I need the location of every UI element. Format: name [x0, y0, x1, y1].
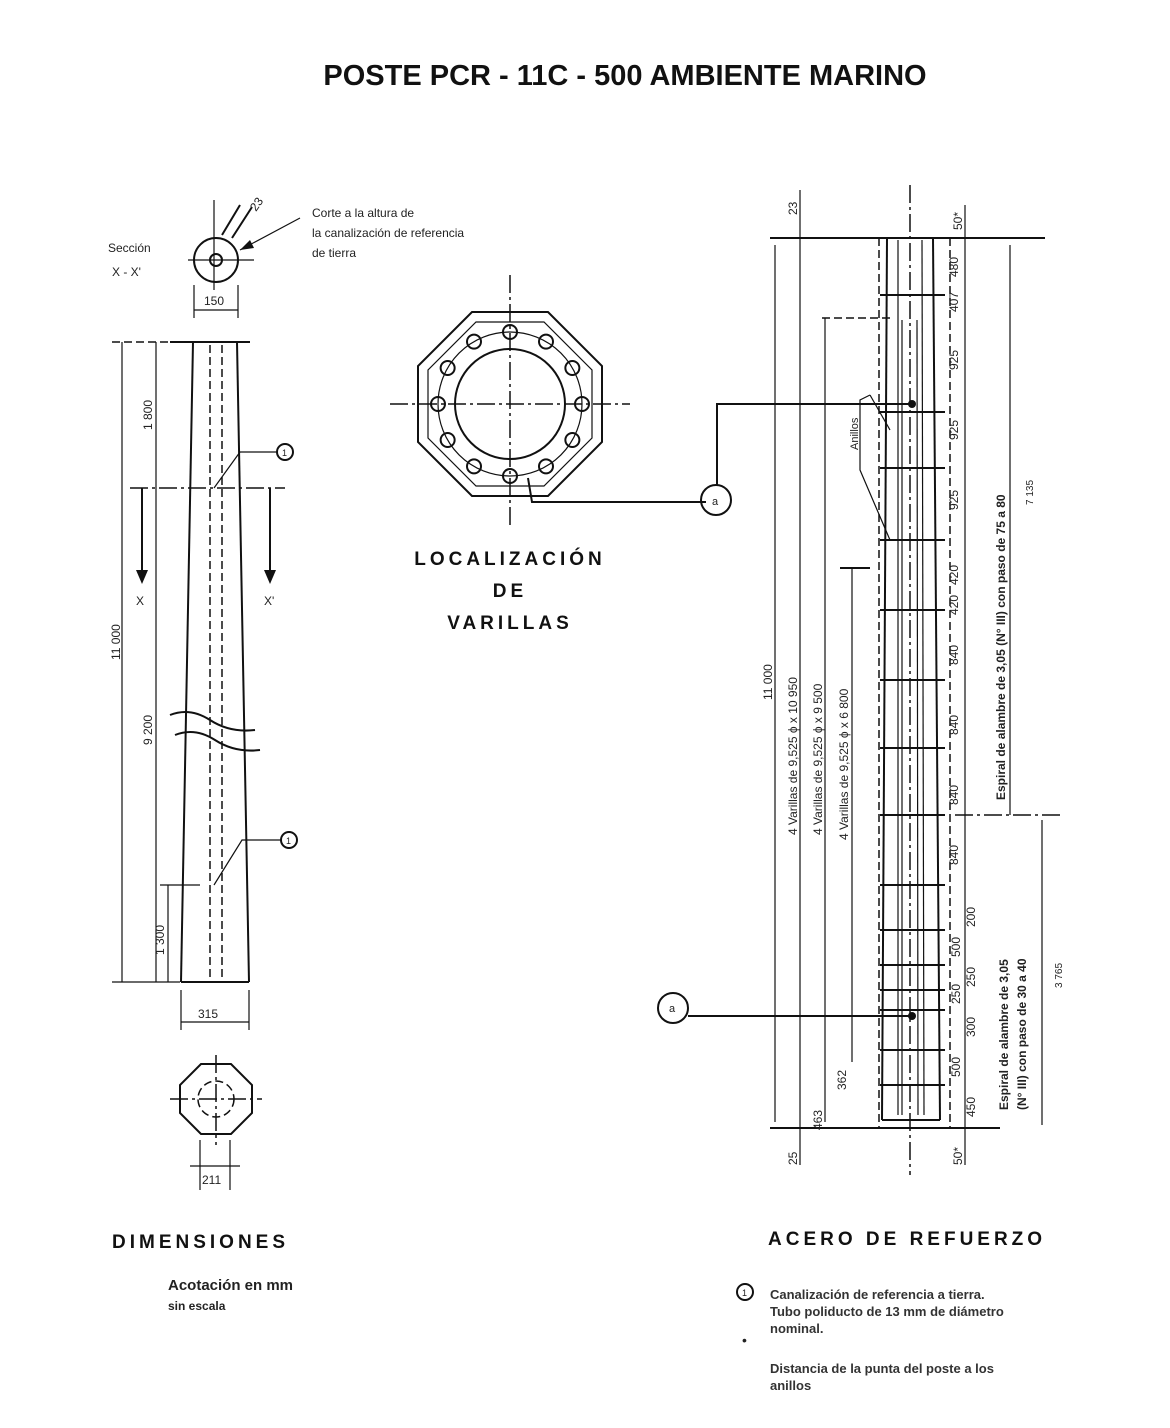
ring-dim-label: 925: [947, 490, 961, 510]
marker-a-bottom: [657, 992, 689, 1024]
svg-text:1: 1: [286, 836, 291, 846]
svg-text:4 Varillas de 9,525 ϕ x 9 500: 4 Varillas de 9,525 ϕ x 9 500: [811, 683, 825, 835]
ring-dim-label: 925: [947, 420, 961, 440]
rod-mark: [466, 458, 482, 475]
ring-dim-label: 840: [947, 645, 961, 665]
base-octagon: [179, 1063, 253, 1135]
ring-dim-label: 840: [947, 845, 961, 865]
svg-text:211: 211: [202, 1173, 221, 1187]
svg-text:50*: 50*: [951, 212, 965, 230]
localizacion-heading: LOCALIZACIÓN: [414, 548, 606, 570]
rod-mark: [466, 333, 482, 350]
bottom-dim-label: 500: [949, 937, 963, 957]
svg-text:4 Varillas de 9,525 ϕ x 6 800: 4 Varillas de 9,525 ϕ x 6 800: [837, 688, 851, 840]
svg-text:362: 362: [835, 1070, 849, 1090]
svg-text:1: 1: [282, 448, 287, 458]
rod-mark: [538, 333, 554, 350]
svg-text:VARILLAS: VARILLAS: [447, 613, 573, 634]
bottom-dim-label: 300: [964, 1017, 978, 1037]
break-line: [169, 710, 261, 752]
bottom-dim-label: 250: [964, 967, 978, 987]
dimensiones-heading: DIMENSIONES: [112, 1232, 289, 1253]
svg-text:Espiral de alambre de 3,05: Espiral de alambre de 3,05: [997, 959, 1011, 1110]
units-note: Acotación en mm: [168, 1277, 293, 1294]
rod-location-section: a: [390, 275, 732, 525]
svg-text:(N° III) con paso de 30 a 40: (N° III) con paso de 30 a 40: [1015, 958, 1029, 1110]
svg-text:Anillos: Anillos: [849, 417, 861, 450]
section-label: Sección: [108, 241, 151, 255]
ring-dim-label: 840: [947, 715, 961, 735]
svg-text:Espiral de alambre de 3,05 (N°: Espiral de alambre de 3,05 (N° III) con …: [994, 494, 1008, 800]
svg-text:25: 25: [786, 1151, 800, 1165]
svg-text:11 000: 11 000: [109, 624, 123, 660]
svg-text:la canalización de referencia: la canalización de referencia: [312, 226, 464, 240]
ring-dim-label: 407: [947, 292, 961, 312]
rod-mark: [564, 432, 581, 448]
svg-text:463: 463: [811, 1110, 825, 1130]
svg-text:50*: 50*: [951, 1147, 965, 1165]
svg-text:11 000: 11 000: [761, 664, 775, 700]
rod-mark: [439, 360, 456, 376]
ring-dim-label: 420: [947, 595, 961, 615]
svg-text:315: 315: [198, 1007, 218, 1021]
rod-mark: [564, 360, 581, 376]
svg-text:3 765: 3 765: [1054, 963, 1065, 988]
svg-text:9 200: 9 200: [141, 715, 155, 745]
svg-text:4 Varillas de 9,525 ϕ x 10 950: 4 Varillas de 9,525 ϕ x 10 950: [786, 677, 800, 835]
legend-item-1: Canalización de referencia a tierra. Tub…: [770, 1287, 1004, 1336]
legend-item-2: Distancia de la punta del poste a los an…: [770, 1361, 994, 1393]
svg-text:a: a: [669, 1003, 676, 1015]
ring-dim-label: 420: [947, 565, 961, 585]
svg-text:1 300: 1 300: [153, 925, 167, 955]
rod-mark: [439, 432, 456, 448]
svg-text:X': X': [264, 594, 274, 608]
svg-text:•: •: [742, 1332, 747, 1348]
page-title: POSTE PCR - 11C - 500 AMBIENTE MARINO: [323, 60, 927, 92]
scale-note: sin escala: [168, 1299, 226, 1313]
svg-text:X: X: [136, 594, 144, 608]
acero-heading: ACERO DE REFUERZO: [768, 1229, 1046, 1250]
svg-text:7 135: 7 135: [1025, 480, 1036, 505]
section-label-xx: X - X': [112, 265, 141, 279]
svg-text:a: a: [712, 496, 719, 508]
svg-text:Corte a la altura de: Corte a la altura de: [312, 206, 414, 220]
rod-mark: [538, 458, 554, 475]
svg-text:1 800: 1 800: [141, 400, 155, 430]
bottom-dim-label: 500: [949, 1057, 963, 1077]
ring-dim-label: 840: [947, 785, 961, 805]
ring-dim-label: 480: [947, 257, 961, 277]
svg-text:DE: DE: [493, 581, 527, 602]
svg-text:1: 1: [742, 1288, 747, 1298]
bottom-dim-label: 200: [964, 907, 978, 927]
svg-text:de tierra: de tierra: [312, 246, 356, 260]
svg-text:150: 150: [204, 294, 224, 308]
legend-symbol-1: [736, 1283, 754, 1301]
pole-elevation: 23 Sección X - X' Corte a la altura de l…: [108, 194, 464, 1190]
bottom-dim-label: 250: [949, 984, 963, 1004]
reinforcement-elevation: 11 000 23 25 4 Varillas de 9,525 ϕ x 10 …: [657, 185, 1065, 1175]
ring-dim-label: 925: [947, 350, 961, 370]
svg-text:23: 23: [786, 201, 800, 215]
bottom-dim-label: 450: [964, 1097, 978, 1117]
